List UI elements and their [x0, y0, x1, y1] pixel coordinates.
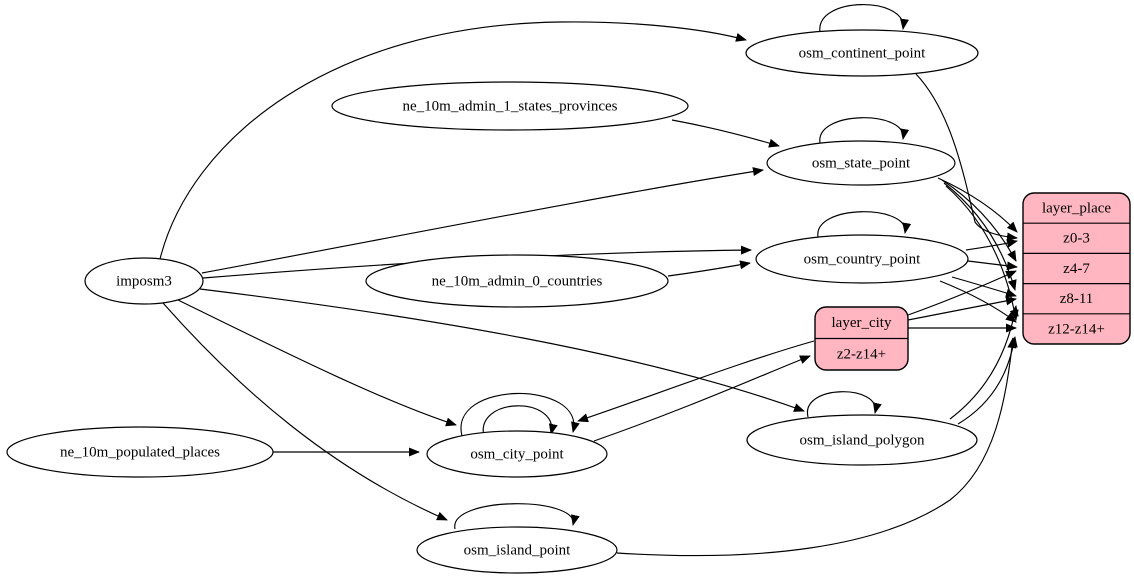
record-row-layer_place-z8-11: z8-11 [1060, 291, 1094, 307]
node-osm_country_point: osm_country_point [755, 234, 969, 284]
node-label-ne_10m_admin_1_states_provinces: ne_10m_admin_1_states_provinces [403, 98, 618, 114]
edge-imposm3-to-osm_city_point [177, 299, 457, 427]
node-shape-imposm3 [84, 257, 204, 305]
self-loop-osm_state_point [819, 117, 910, 144]
node-shape-osm_state_point [766, 140, 956, 186]
node-label-osm_continent_point: osm_continent_point [799, 45, 926, 61]
node-shape-ne_10m_admin_1_states_provinces [331, 81, 689, 131]
node-osm_city_point: osm_city_point [426, 430, 608, 478]
node-shape-osm_city_point [426, 430, 608, 478]
edge-osm_country_point-to-layer_place-z8-11 [951, 276, 1017, 298]
node-ne_10m_populated_places: ne_10m_populated_places [6, 426, 274, 478]
nodes-layer: imposm3 ne_10m_admin_1_states_provincesne… [6, 29, 1131, 574]
self-loop-osm_city_point [482, 405, 558, 438]
edges-layer [159, 4, 1019, 557]
edge-imposm3-to-osm_island_point [162, 302, 448, 521]
node-layer_place: layer_place z0-3 z4-7 z8-11 z12-z14+ [1022, 192, 1131, 345]
node-osm_continent_point: osm_continent_point [745, 29, 979, 77]
node-label-ne_10m_populated_places: ne_10m_populated_places [60, 444, 220, 460]
edge-osm_country_point-to-layer_place-z4-7 [967, 260, 1018, 271]
record-row-layer_place-z0-3: z0-3 [1063, 231, 1090, 247]
edge-layer_city-to-layer_place-z8-11 [907, 296, 1017, 321]
node-label-imposm3: imposm3 [116, 273, 172, 289]
edge-osm_state_point-to-layer_place-z4-7 [941, 179, 1017, 262]
node-label-ne_10m_admin_0_countries: ne_10m_admin_0_countries [432, 273, 603, 289]
node-label-osm_island_polygon: osm_island_polygon [799, 432, 925, 448]
node-osm_island_polygon: osm_island_polygon [746, 414, 978, 466]
edge-imposm3-to-osm_state_point [201, 167, 764, 274]
edge-osm_island_point-to-layer_place-z12-z14+ [616, 337, 1017, 557]
edge-osm_country_point-to-layer_place-z0-3 [965, 238, 1018, 251]
node-osm_state_point: osm_state_point [766, 140, 956, 186]
node-ne_10m_admin_0_countries: ne_10m_admin_0_countries [365, 254, 669, 308]
node-shape-osm_continent_point [745, 29, 979, 77]
edge-layer_city-to-layer_place-z4-7 [907, 270, 1017, 316]
edge-osm_state_point-to-layer_place-z0-3 [937, 177, 1018, 233]
self-loop-osm_island_polygon [807, 391, 882, 418]
record-box-layer_place [1022, 192, 1131, 345]
node-label-osm_country_point: osm_country_point [804, 251, 921, 267]
self-loop-osm_country_point [817, 211, 912, 238]
node-shape-osm_island_point [416, 526, 618, 574]
self-loop-osm_city_point [460, 392, 580, 437]
edge-osm_continent_point-to-layer_place-z0-3 [915, 73, 1018, 242]
record-row-layer_place-z12-z14+: z12-z14+ [1048, 321, 1105, 337]
record-row-layer_city-z2-z14+: z2-z14+ [837, 347, 886, 363]
edge-ne_10m_admin_0_countries-to-osm_country_point [667, 260, 751, 277]
edge-osm_island_polygon-to-layer_place-z8-11 [949, 305, 1019, 420]
edge-osm_city_point-to-layer_city-z2-z14+ [593, 355, 811, 442]
record-row-layer_place-z4-7: z4-7 [1063, 261, 1090, 277]
record-row-layer_city-layer_city: layer_city [832, 315, 892, 331]
node-label-osm_city_point: osm_city_point [470, 446, 564, 462]
edge-osm_country_point-to-layer_place-z12-z14+ [939, 280, 1017, 323]
node-layer_city: layer_city z2-z14+ [814, 306, 909, 371]
node-osm_island_point: osm_island_point [416, 526, 618, 574]
node-shape-ne_10m_populated_places [6, 426, 274, 478]
node-imposm3: imposm3 [84, 257, 204, 305]
edge-ne_10m_admin_1_states_provinces-to-osm_state_point [671, 119, 780, 148]
self-loop-osm_continent_point [819, 4, 909, 33]
edge-imposm3-to-osm_continent_point [159, 21, 747, 260]
node-shape-ne_10m_admin_0_countries [365, 254, 669, 308]
self-loop-osm_island_point [454, 503, 580, 530]
node-label-osm_state_point: osm_state_point [812, 155, 911, 171]
node-shape-osm_island_polygon [746, 414, 978, 466]
node-ne_10m_admin_1_states_provinces: ne_10m_admin_1_states_provinces [331, 81, 689, 131]
record-row-layer_place-layer_place: layer_place [1042, 201, 1111, 217]
node-label-osm_island_point: osm_island_point [464, 542, 572, 558]
node-shape-osm_country_point [755, 234, 969, 284]
edge-layer_city-to-osm_city_point [577, 340, 815, 423]
